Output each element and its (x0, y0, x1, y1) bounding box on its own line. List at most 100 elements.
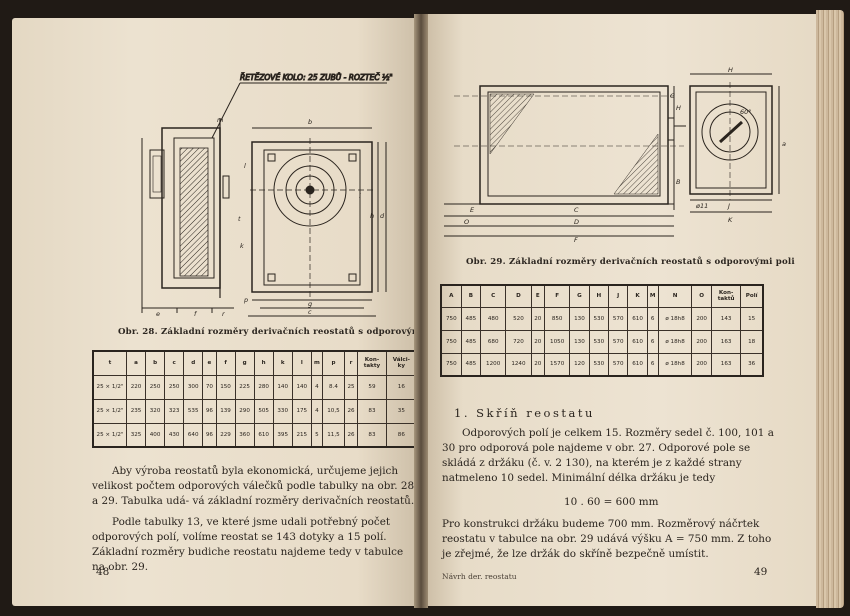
fig29-dim-O: O (464, 218, 469, 226)
fig28-dim-h: h (370, 212, 374, 220)
paragraph: Pro konstrukci držáku budeme 700 mm. Roz… (442, 518, 772, 560)
table-cell: ø 18h8 (657, 352, 693, 377)
table-header-cell: N (657, 284, 693, 308)
table-cell: 6 (646, 306, 659, 331)
fig29-dim-K: K (728, 216, 733, 224)
fig29-dim-D: D (574, 218, 579, 226)
table-cell: 16 (385, 374, 418, 400)
paragraph: Aby výroba reostatů byla ekonomická, urč… (92, 465, 415, 507)
table-cell: 6 (646, 352, 659, 377)
table-cell: 11,5 (321, 422, 345, 448)
table-cell: 200 (691, 329, 712, 354)
table-header-cell: c (164, 350, 185, 376)
table-cell: 59 (357, 374, 387, 400)
page-edges (816, 10, 844, 608)
table-header-cell: J (608, 284, 629, 308)
figure-29-caption: Obr. 29. Základní rozměry derivačních re… (466, 257, 795, 267)
table-cell: 18 (740, 329, 764, 354)
table-cell: 250 (145, 374, 166, 400)
table-header-cell: h (253, 350, 274, 376)
table-cell: 480 (480, 306, 507, 331)
table-cell: 96 (202, 398, 217, 424)
table-cell: 25 × 1/2" (92, 398, 127, 424)
table-cell: 1200 (480, 352, 507, 377)
fig29-dim-E: E (470, 206, 475, 214)
table-cell: 20 (530, 306, 546, 331)
fig28-dim-e: e (156, 310, 160, 318)
table-cell: 200 (691, 352, 712, 377)
fig28-dim-c: c (308, 308, 312, 316)
fig28-dim-k: k (240, 242, 244, 250)
table-cell: 140 (291, 374, 312, 400)
table-cell: 530 (588, 306, 610, 331)
paragraph: Odporových polí je celkem 15. Rozměry se… (442, 427, 774, 484)
table-cell: 323 (164, 398, 185, 424)
table-cell: 400 (145, 422, 166, 448)
table-header-cell: Válci- ky (385, 350, 418, 376)
formula: 10 . 60 = 600 mm (564, 496, 659, 508)
table-cell: 70 (202, 374, 217, 400)
table-header-cell: G (569, 284, 590, 308)
table-row: 25 × 1/2" 220 250 250 300 70 150 225 280… (92, 374, 418, 400)
table-cell: 360 (234, 422, 255, 448)
table-cell: 175 (291, 398, 312, 424)
table-header-cell: K (627, 284, 648, 308)
fig28-dim-p: p (243, 296, 248, 304)
table-header-cell: p (321, 350, 345, 376)
table-header-cell: C (480, 284, 507, 308)
table-cell: 10,5 (321, 398, 345, 424)
table-header-row: t a b c d e f g h k l m p r Kon- takty V… (92, 350, 418, 376)
table-cell: 5 (310, 422, 323, 448)
fig28-dim-t: t (238, 215, 241, 223)
fig29-dim-B: B (676, 178, 681, 186)
figure-29-table: A B C D E F G H J K M N O Kon- taktů Pol… (440, 284, 764, 377)
figure-28-caption: Obr. 28. Základní rozměry derivačních re… (118, 327, 418, 337)
fig29-dim-a: a (782, 140, 786, 148)
table-cell: 20 (530, 329, 546, 354)
table-cell: 570 (608, 352, 629, 377)
table-cell: 25 × 1/2" (92, 422, 127, 448)
left-body-text: Aby výroba reostatů byla ekonomická, urč… (92, 464, 418, 575)
table-cell: 640 (183, 422, 204, 448)
table-header-cell: F (544, 284, 571, 308)
table-cell: 229 (215, 422, 236, 448)
table-cell: 750 (440, 352, 462, 377)
table-header-cell: O (691, 284, 712, 308)
table-cell: 96 (202, 422, 217, 448)
paragraph: Podle tabulky 13, ve které jsme udali po… (92, 516, 404, 573)
fig28-dim-i: i (359, 192, 361, 200)
table-cell: 35 (385, 398, 418, 424)
table-cell: 330 (272, 398, 293, 424)
table-cell: 139 (215, 398, 236, 424)
table-header-cell: g (234, 350, 255, 376)
table-cell: 163 (710, 329, 742, 354)
table-header-cell: d (183, 350, 204, 376)
fig28-dim-d: d (380, 212, 385, 220)
table-cell: 290 (234, 398, 255, 424)
fig28-dim-r: r (222, 310, 226, 318)
table-header-cell: t (92, 350, 127, 376)
table-cell: 530 (588, 352, 610, 377)
table-row: 750 485 680 720 20 1050 130 530 570 610 … (440, 329, 764, 354)
table-header-cell: r (343, 350, 359, 376)
fig29-dim-60deg: 60° (740, 108, 752, 116)
table-cell: 325 (125, 422, 147, 448)
table-cell: ø 18h8 (657, 306, 693, 331)
right-body-text-2: Pro konstrukci držáku budeme 700 mm. Roz… (442, 517, 778, 562)
table-cell: 150 (215, 374, 236, 400)
left-page: ŘETĚZOVÉ KOLO: 25 ZUBŮ - ROZTEČ ½" (12, 18, 418, 606)
table-cell: 83 (357, 398, 387, 424)
table-cell: 4 (310, 374, 323, 400)
table-cell: 850 (544, 306, 571, 331)
table-cell: 485 (460, 352, 482, 377)
table-cell: 250 (164, 374, 185, 400)
fig28-dim-g: g (308, 300, 312, 308)
table-cell: 520 (505, 306, 532, 331)
page-number-left: 48 (96, 566, 110, 578)
fig29-dim-H-top: H (728, 66, 733, 74)
table-header-cell: D (505, 284, 532, 308)
table-cell: 535 (183, 398, 204, 424)
fig29-dim-H-left: H (676, 104, 681, 112)
fig29-dim-F: F (574, 236, 578, 244)
fig28-dim-f: f (194, 310, 198, 318)
